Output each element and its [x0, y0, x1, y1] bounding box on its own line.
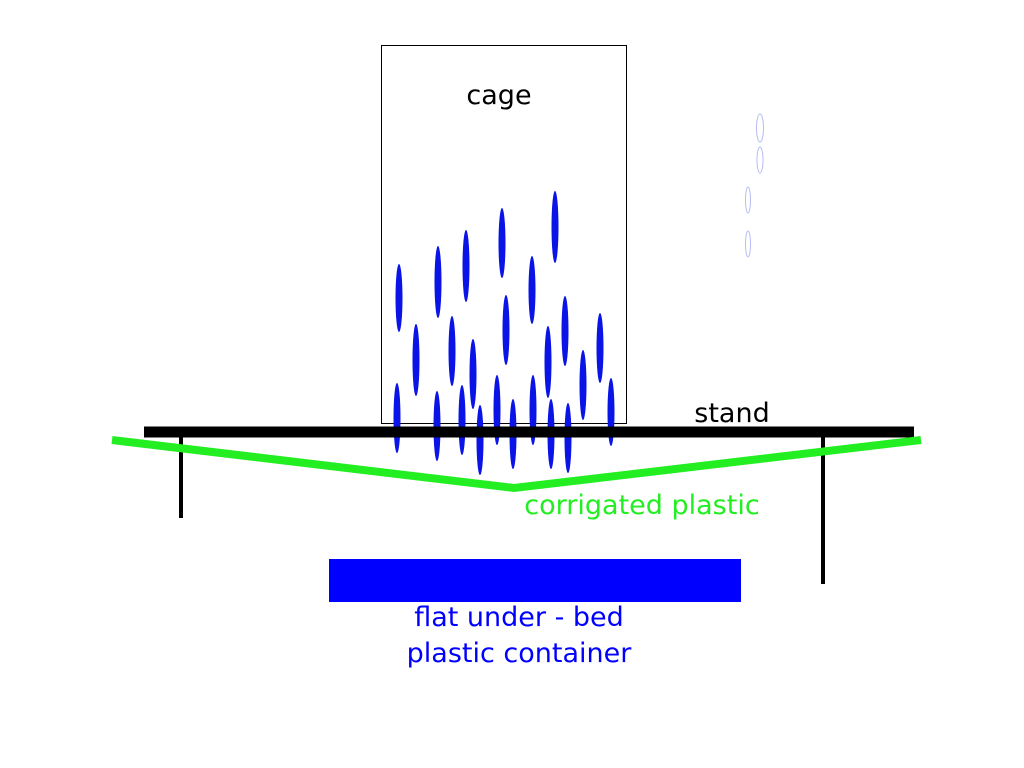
- faint-drops: [745, 113, 764, 258]
- faint-drop: [745, 186, 751, 214]
- dropping: [458, 385, 466, 455]
- plastic-container: [329, 559, 741, 602]
- dropping: [412, 324, 420, 396]
- container-label-line1: flat under - bed: [414, 602, 624, 633]
- dropping: [469, 339, 477, 409]
- dropping: [448, 316, 456, 386]
- dropping: [476, 405, 484, 475]
- stand-label: stand: [694, 398, 769, 429]
- dropping: [433, 391, 441, 461]
- faint-drop: [756, 113, 764, 143]
- dropping: [579, 350, 587, 420]
- dropping: [502, 295, 510, 365]
- corrugated-plastic-label: corrigated plastic: [524, 490, 759, 521]
- dropping: [462, 230, 470, 302]
- container-label-line2: plastic container: [407, 638, 633, 669]
- corrugated-plastic: [111, 436, 922, 493]
- dropping: [596, 313, 604, 383]
- dropping: [544, 326, 552, 398]
- dropping: [393, 383, 401, 453]
- dropping: [528, 256, 536, 324]
- dropping: [434, 246, 442, 318]
- dropping: [395, 264, 403, 332]
- dropping: [564, 403, 572, 473]
- dropping: [498, 208, 506, 278]
- cage-label: cage: [466, 80, 531, 111]
- dropping: [561, 296, 569, 366]
- faint-drop: [756, 146, 764, 174]
- dropping: [551, 191, 559, 263]
- faint-drop: [745, 230, 751, 258]
